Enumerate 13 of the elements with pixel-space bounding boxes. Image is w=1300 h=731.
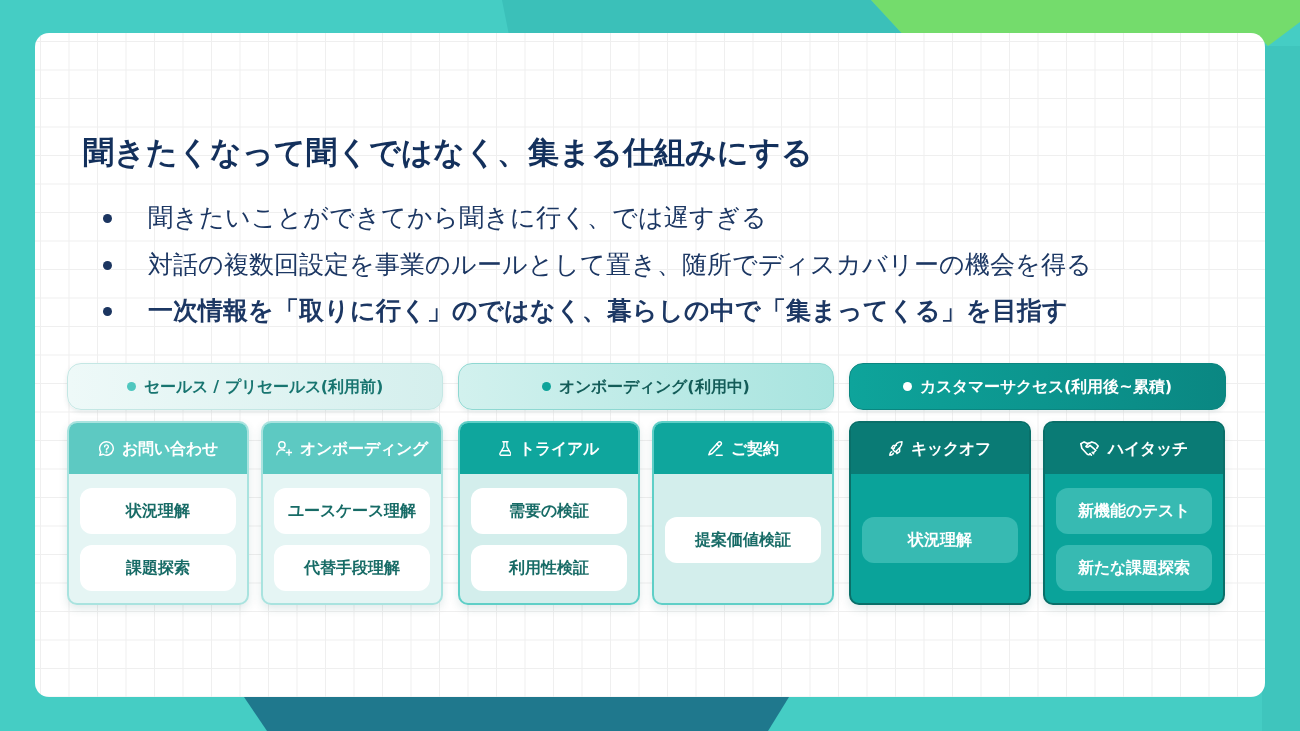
bullet-text: 聞きたいことができてから聞きに行く、では遅すぎる <box>148 202 767 234</box>
card-title: ハイタッチ <box>1107 438 1188 459</box>
phase-title: カスタマーサクセス(利用後~累積) <box>920 376 1172 397</box>
card-title: キックオフ <box>910 438 991 459</box>
card-title: ご契約 <box>730 438 779 459</box>
card-title: お問い合わせ <box>121 438 218 459</box>
bullet-text: 一次情報を「取りに行く」のではなく、暮らしの中で「集まってくる」を目指す <box>148 295 1068 327</box>
bullet-text: 対話の複数回設定を事業のルールとして置き、随所でディスカバリーの機会を得る <box>148 249 1092 281</box>
phase-title: セールス / プリセールス(利用前) <box>143 376 384 397</box>
card-title: トライアル <box>519 438 600 459</box>
phase-title: オンボーディング(利用中) <box>559 376 750 397</box>
card-title: オンボーディング <box>300 438 429 459</box>
slide-title: 聞きたくなって聞くではなく、集まる仕組みにする <box>83 133 813 171</box>
